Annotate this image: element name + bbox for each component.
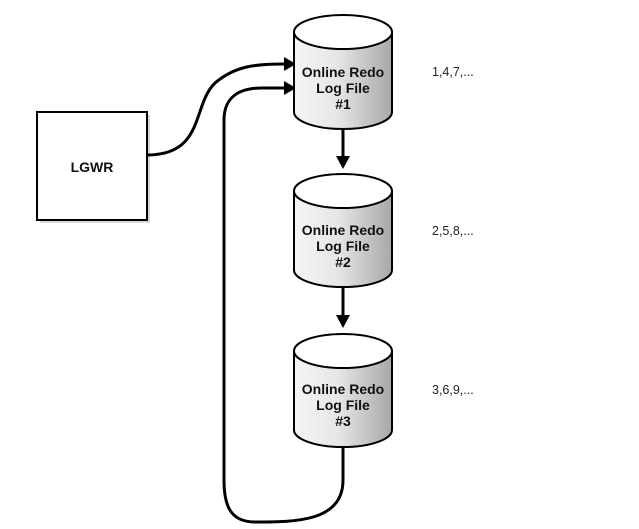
log-file-2-sequence: 2,5,8,...: [432, 224, 474, 238]
log-file-1-cylinder: Online Redo Log File #1: [293, 14, 393, 130]
log1-to-log2-arrowhead: [336, 156, 350, 169]
log-file-1-sequence: 1,4,7,...: [432, 65, 474, 79]
log-file-3-line3: #3: [335, 413, 351, 429]
log-file-3-cylinder: Online Redo Log File #3: [293, 333, 393, 448]
log-file-3-sequence: 3,6,9,...: [432, 383, 474, 397]
log-file-2-cylinder: Online Redo Log File #2: [293, 173, 393, 288]
lgwr-label: LGWR: [71, 159, 114, 175]
log-file-1-line3: #1: [335, 96, 351, 112]
lgwr-to-log1-arrow: [146, 62, 285, 157]
log-file-2-line2: Log File: [316, 238, 370, 254]
lgwr-process-box: LGWR: [36, 111, 150, 223]
log-file-1-line1: Online Redo: [302, 64, 384, 80]
log-file-2-line1: Online Redo: [302, 222, 384, 238]
log2-to-log3-arrowhead: [336, 315, 350, 328]
log3-return-arrowhead: [284, 81, 296, 95]
log-file-3-line2: Log File: [316, 397, 370, 413]
lgwr-to-log1-arrowhead: [284, 57, 296, 71]
log3-return-arrow: [222, 86, 345, 524]
log-file-1-line2: Log File: [316, 80, 370, 96]
log-file-3-line1: Online Redo: [302, 381, 384, 397]
log-file-2-line3: #2: [335, 254, 351, 270]
